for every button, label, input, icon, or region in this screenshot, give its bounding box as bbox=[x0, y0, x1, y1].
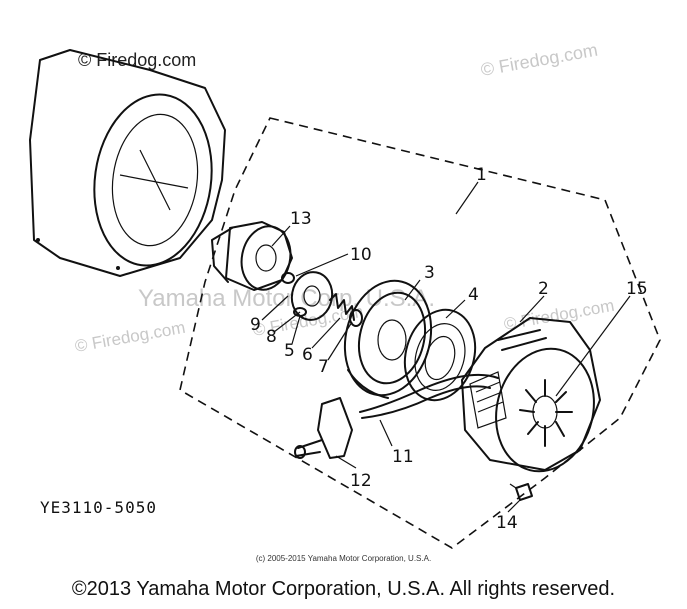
callout-11: 11 bbox=[392, 447, 414, 467]
callout-9: 9 bbox=[250, 315, 261, 335]
part-code: YE3110-5050 bbox=[40, 498, 157, 517]
callout-6: 6 bbox=[302, 345, 313, 365]
footer-copyright: ©2013 Yamaha Motor Corporation, U.S.A. A… bbox=[71, 578, 616, 600]
assembly-boundary bbox=[179, 117, 661, 549]
part-14-bolt bbox=[509, 483, 533, 501]
part-12-starter-handle bbox=[294, 397, 353, 459]
callout-3: 3 bbox=[424, 263, 435, 283]
callout-4: 4 bbox=[468, 285, 479, 305]
callout-14: 14 bbox=[496, 513, 518, 533]
part-2-starter-case bbox=[461, 317, 601, 473]
watermark-firedog-mid-right: © Firedog.com bbox=[502, 296, 615, 334]
callout-15: 15 bbox=[626, 279, 648, 299]
fan-housing bbox=[29, 49, 226, 277]
watermark-firedog-top-left: © Firedog.com bbox=[78, 50, 196, 70]
watermark-firedog-mid-left: © Firedog.com bbox=[73, 318, 186, 356]
watermark-firedog-top-right: © Firedog.com bbox=[479, 40, 599, 80]
callout-8: 8 bbox=[266, 327, 277, 347]
leader-lines bbox=[261, 181, 631, 513]
part-13-pulley-cylinder bbox=[211, 221, 293, 291]
callout-13: 13 bbox=[290, 209, 312, 229]
callout-10: 10 bbox=[350, 245, 372, 265]
callout-5: 5 bbox=[284, 341, 295, 361]
watermark-yamaha: Yamaha Motor Corp. U.S.A. bbox=[138, 285, 435, 312]
callout-1: 1 bbox=[476, 165, 487, 185]
callout-7: 7 bbox=[318, 357, 329, 377]
callout-2: 2 bbox=[538, 279, 549, 299]
small-copyright: (c) 2005-2015 Yamaha Motor Corporation, … bbox=[255, 554, 432, 563]
part-11-starter-rope bbox=[359, 373, 499, 413]
callout-12: 12 bbox=[350, 471, 372, 491]
